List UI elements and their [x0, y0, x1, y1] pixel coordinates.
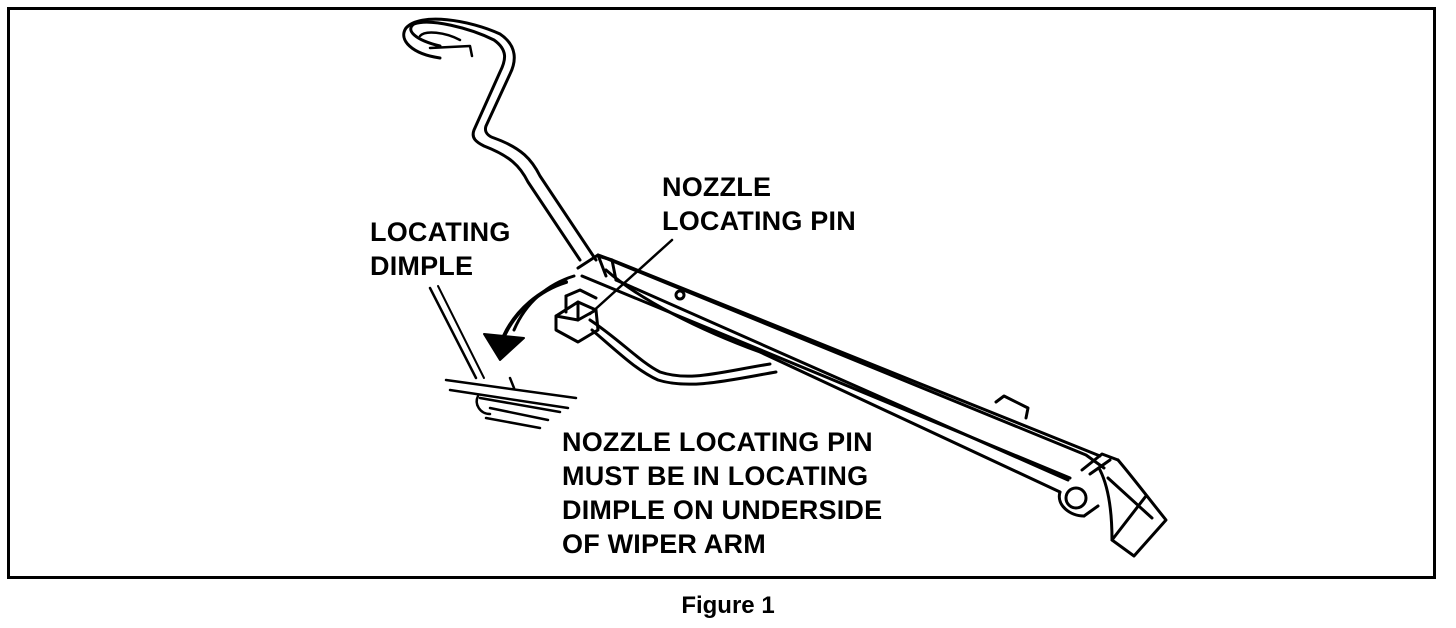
installation-note: NOZZLE LOCATING PIN MUST BE IN LOCATING … — [562, 425, 882, 561]
locating-dimple-detail — [444, 376, 578, 430]
figure-caption: Figure 1 — [681, 592, 775, 619]
note-line-4: OF WIPER ARM — [562, 529, 766, 559]
wiper-arm-rod — [402, 17, 598, 262]
washer-hose — [588, 318, 778, 386]
note-line-3: DIMPLE ON UNDERSIDE — [562, 495, 883, 525]
note-line-1: NOZZLE LOCATING PIN — [562, 427, 873, 457]
leader-nozzle-pin — [588, 238, 674, 316]
washer-nozzle — [554, 288, 600, 344]
figure-frame — [7, 7, 1436, 579]
nozzle-pin-line-1: NOZZLE — [662, 172, 772, 202]
blade-pivot-end — [1080, 452, 1168, 558]
dimple-line-1: LOCATING — [370, 217, 511, 247]
leader-dimple-2 — [437, 285, 485, 379]
dimple-line-2: DIMPLE — [370, 251, 474, 281]
nozzle-pin-line-2: LOCATING PIN — [662, 206, 856, 236]
leader-dimple — [428, 286, 478, 380]
nozzle-locating-pin-label: NOZZLE LOCATING PIN — [662, 170, 856, 238]
note-line-2: MUST BE IN LOCATING — [562, 461, 869, 491]
rotation-arrow — [483, 274, 576, 361]
locating-dimple-label: LOCATING DIMPLE — [370, 215, 511, 283]
